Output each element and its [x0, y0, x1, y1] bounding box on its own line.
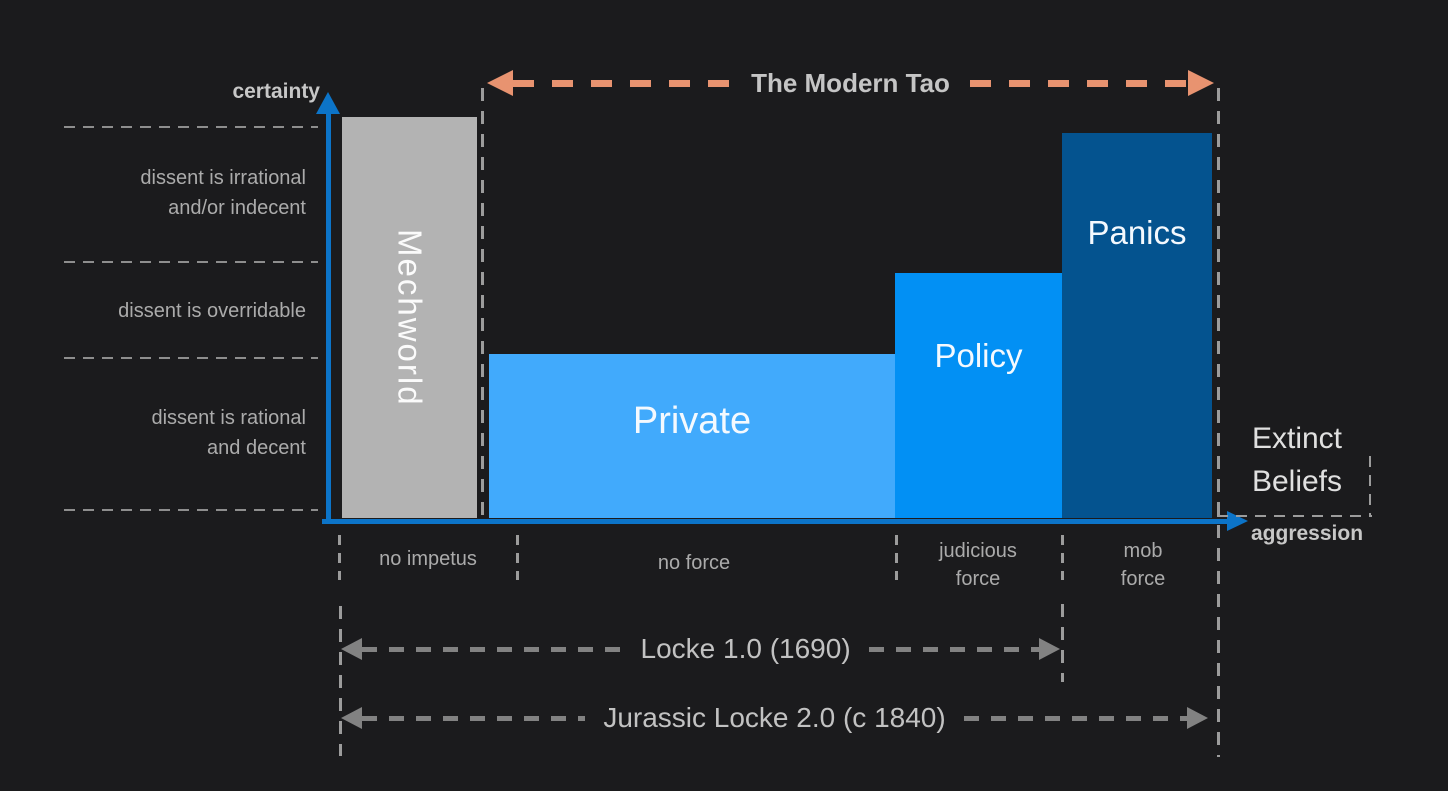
gray-dashed-line [362, 715, 586, 721]
locke-1-label: Locke 1.0 (1690) [640, 633, 851, 664]
x-tick-label-judicious-force: judicious force [939, 540, 1017, 590]
bar-private-label: Private [632, 400, 752, 442]
y-axis-arrowhead-icon [316, 92, 340, 114]
modern-tao-title: The Modern Tao [751, 67, 950, 98]
gray-dashed-line [362, 646, 623, 652]
arrowhead-left-icon [341, 638, 362, 660]
arrowhead-right-icon [1187, 707, 1209, 729]
gray-dashed-line [868, 646, 1039, 652]
dashed-guide-right [1217, 88, 1220, 757]
gridline-third [64, 357, 318, 359]
extinct-region-right-line [1369, 456, 1371, 516]
y-band-label-irrational: dissent is irrational and/or indecent [140, 167, 306, 219]
bar-mechworld: Mechworld [342, 117, 477, 518]
bar-panics: Panics [1062, 133, 1212, 518]
x-axis-line [322, 519, 1230, 524]
dashed-guide-left [481, 88, 484, 518]
x-tick [338, 535, 341, 580]
x-tick [895, 535, 898, 580]
bottom-guide-left [339, 606, 342, 756]
arrowhead-right-icon [1039, 638, 1060, 660]
locke-1-range-arrow: Locke 1.0 (1690) [341, 630, 1060, 668]
bar-mechworld-label: Mechworld [391, 228, 429, 407]
y-band-label-rational: dissent is rational and decent [151, 407, 306, 459]
gray-dashed-line [963, 715, 1188, 721]
x-tick-label-no-impetus: no impetus [379, 548, 477, 570]
extinct-region-bottom-line [1217, 515, 1372, 517]
jurassic-locke-label: Jurassic Locke 2.0 (c 1840) [603, 702, 946, 733]
bar-private: Private [489, 354, 895, 518]
arrowhead-right-icon [1188, 70, 1215, 96]
bar-panics-label: Panics [1087, 214, 1187, 251]
bottom-guide-middle [1061, 604, 1064, 682]
arrowhead-left-icon [341, 707, 362, 729]
x-tick [516, 535, 519, 580]
jurassic-locke-range-arrow: Jurassic Locke 2.0 (c 1840) [341, 699, 1209, 737]
x-axis-label: aggression [1251, 522, 1364, 545]
bar-policy-label: Policy [934, 337, 1023, 374]
orange-dashed-line [969, 79, 1189, 87]
y-band-label-overridable: dissent is overridable [118, 300, 306, 322]
bar-policy: Policy [895, 273, 1062, 518]
x-axis-arrowhead-icon [1227, 511, 1248, 531]
x-tick-label-no-force: no force [657, 552, 731, 574]
arrowhead-left-icon [487, 70, 513, 96]
modern-tao-range-arrow: The Modern Tao [487, 64, 1215, 102]
y-axis-line [326, 108, 331, 523]
extinct-beliefs-label: Extinct Beliefs [1251, 422, 1343, 498]
orange-dashed-line [513, 79, 732, 87]
x-tick-label-mob-force: mob force [1120, 540, 1166, 590]
x-tick [1061, 535, 1064, 580]
gridline-bottom [64, 509, 318, 511]
y-axis-label: certainty [232, 80, 320, 103]
gridline-top [64, 126, 318, 128]
gridline-second [64, 261, 318, 263]
